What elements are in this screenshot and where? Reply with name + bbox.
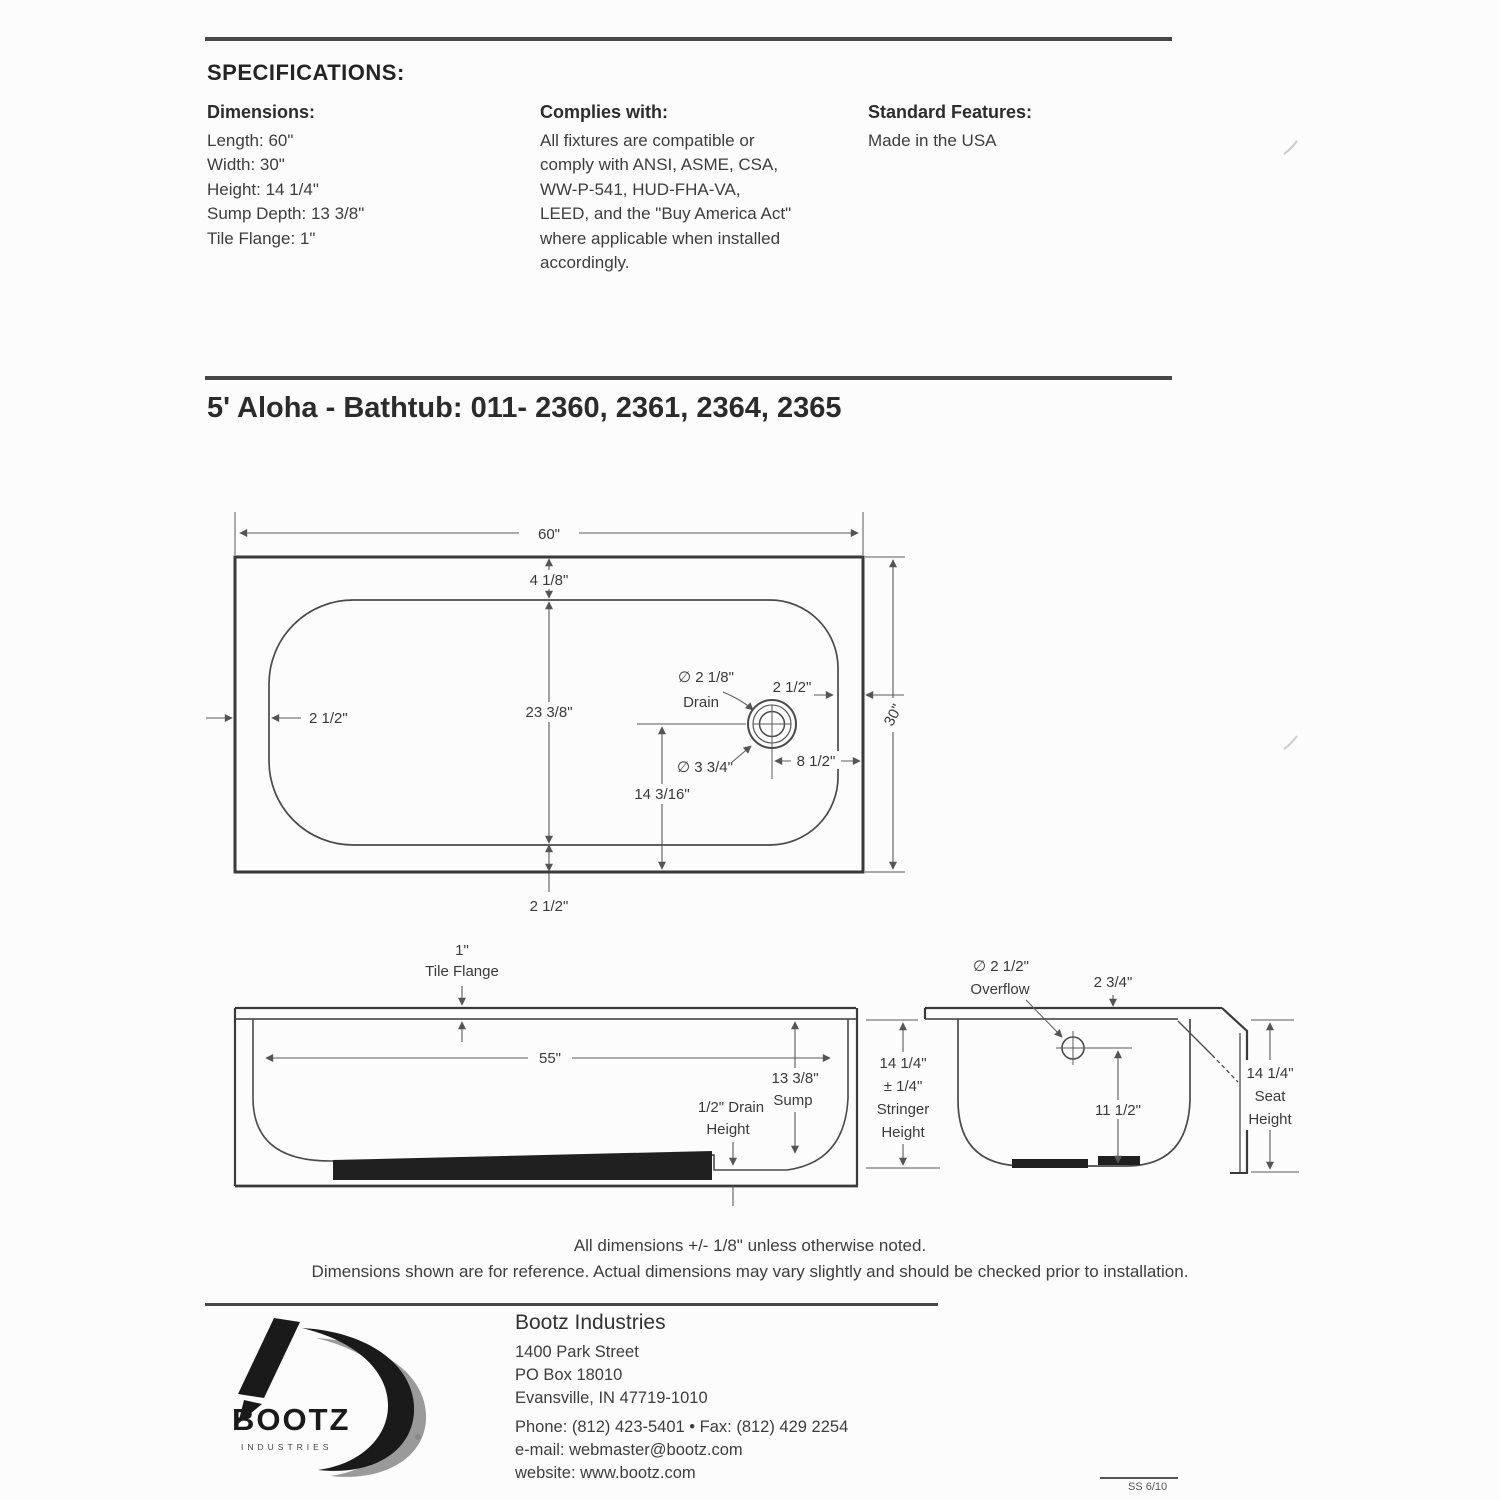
- company-name: Bootz Industries: [515, 1311, 666, 1334]
- logo-tail: [238, 1400, 262, 1424]
- divider-doc-code: [1100, 1477, 1178, 1479]
- dim-rim-bottom-label: 2 1/2": [530, 898, 569, 915]
- features-heading: Standard Features:: [868, 102, 1033, 122]
- address-line: Evansville, IN 47719-1010: [515, 1389, 708, 1407]
- end-basin-outline: [957, 1019, 1191, 1167]
- specifications-heading: SPECIFICATIONS:: [207, 60, 405, 85]
- drain-dia-label: ∅ 2 1/8": [678, 669, 734, 686]
- phone-fax-line: Phone: (812) 423-5401 • Fax: (812) 429 2…: [515, 1418, 849, 1436]
- dimension-item: Height: 14 1/4": [207, 179, 319, 199]
- dimension-item: Sump Depth: 13 3/8": [207, 204, 365, 223]
- drain-symbol: [747, 699, 797, 749]
- dim-rim-left-label: 2 1/2": [309, 710, 348, 727]
- overflow-symbol: [1056, 1031, 1090, 1065]
- dimension-item: Length: 60": [207, 130, 294, 150]
- overflow-dia-label: ∅ 2 1/2": [973, 958, 1029, 975]
- logo-wordmark: BOOTZ: [232, 1402, 351, 1437]
- drain-label: Drain: [683, 694, 719, 711]
- dim-drain-center-label: 14 3/16": [634, 786, 689, 803]
- dim-length-label: 60": [538, 526, 560, 543]
- email-line: e-mail: webmaster@bootz.com: [515, 1441, 743, 1459]
- side-basin-outline: [252, 1019, 849, 1171]
- address-line: PO Box 18010: [515, 1366, 623, 1384]
- dimension-item: Width: 30": [207, 155, 285, 174]
- flange-size-label: 1": [455, 942, 469, 959]
- stringer-label-4: Height: [881, 1124, 925, 1141]
- dim-basin-length-label: 55": [539, 1050, 561, 1067]
- stringer-fill: [1012, 1159, 1088, 1168]
- divider-top: [205, 37, 1172, 41]
- stringer-fill: [1098, 1156, 1140, 1165]
- stringer-label-3: Stringer: [877, 1101, 930, 1118]
- complies-line: where applicable when installed: [540, 228, 781, 248]
- seat-label-1: 14 1/4": [1246, 1065, 1293, 1082]
- end-view-drawing: ∅ 2 1/2" Overflow 2 3/4" 11 1/2" 14 1/4"…: [923, 958, 1299, 1174]
- tub-outer-rect: [233, 555, 865, 874]
- dim-overflow-height-label: 11 1/2": [1095, 1102, 1141, 1119]
- stringer-label-2: ± 1/4": [884, 1078, 923, 1095]
- complies-line: All fixtures are compatible or: [540, 130, 755, 150]
- sump-depth-label: 13 3/8": [771, 1070, 818, 1087]
- features-column: Standard Features: Made in the USA: [868, 100, 1032, 153]
- tub-rim-outline: [268, 599, 839, 846]
- complies-heading: Complies with:: [540, 102, 669, 122]
- logo-swoosh: [302, 1328, 415, 1471]
- dim-rim-top-label: 4 1/8": [530, 572, 569, 589]
- reference-note: Dimensions shown are for reference. Actu…: [311, 1262, 1189, 1281]
- overflow-label: Overflow: [970, 981, 1029, 998]
- top-view-drawing: 60" 4 1/8" 23 3/8" 2 1/2" 30" 2 1/2": [206, 512, 906, 915]
- website-line: website: www.bootz.com: [515, 1464, 696, 1482]
- drain-height-label-1: 1/2" Drain: [698, 1099, 764, 1116]
- bootz-logo: BOOTZ INDUSTRIES: [232, 1318, 427, 1477]
- sump-slope-fill: [333, 1151, 712, 1180]
- dim-basin-width-label: 23 3/8": [525, 704, 572, 721]
- dim-drain-end-label: 8 1/2": [797, 753, 836, 770]
- complies-line: WW-P-541, HUD-FHA-VA,: [540, 179, 741, 199]
- dimensions-heading: Dimensions:: [207, 102, 316, 122]
- logo-subtext: INDUSTRIES: [241, 1442, 332, 1452]
- complies-line: LEED, and the "Buy America Act": [540, 204, 792, 223]
- tolerance-note: All dimensions +/- 1/8" unless otherwise…: [573, 1236, 927, 1255]
- dimension-item: Tile Flange: 1": [207, 228, 316, 248]
- dimensions-column: Dimensions: Length: 60" Width: 30" Heigh…: [207, 100, 364, 251]
- seat-label-2: Seat: [1255, 1088, 1287, 1105]
- logo-stem: [238, 1318, 300, 1398]
- seat-label-3: Height: [1248, 1111, 1292, 1128]
- complies-line: accordingly.: [540, 253, 630, 272]
- scan-artifacts: [1283, 140, 1298, 750]
- sump-label: Sump: [773, 1092, 812, 1109]
- page-title: 5' Aloha - Bathtub: 011- 2360, 2361, 236…: [207, 392, 842, 424]
- drain-height-label-2: Height: [706, 1121, 750, 1138]
- doc-code: SS 6/10: [1128, 1481, 1168, 1493]
- logo-registered-mark: [415, 1434, 421, 1440]
- complies-column: Complies with: All fixtures are compatib…: [540, 100, 791, 276]
- stringer-label-1: 14 1/4": [879, 1055, 926, 1072]
- address-line: 1400 Park Street: [515, 1343, 639, 1361]
- drain-rim-label: 2 1/2": [773, 679, 812, 696]
- flange-label: Tile Flange: [425, 963, 499, 980]
- divider-footer: [205, 1303, 938, 1306]
- features-body: Made in the USA: [868, 130, 997, 150]
- complies-line: comply with ANSI, ASME, CSA,: [540, 155, 779, 174]
- divider-title: [205, 376, 1172, 380]
- drain-outer-dia-label: ∅ 3 3/4": [677, 759, 733, 776]
- dim-top-offset-label: 2 3/4": [1094, 974, 1133, 991]
- side-view-drawing: 55" 1" Tile Flange 13 3/8" Sump 1/2" Dra…: [233, 942, 940, 1206]
